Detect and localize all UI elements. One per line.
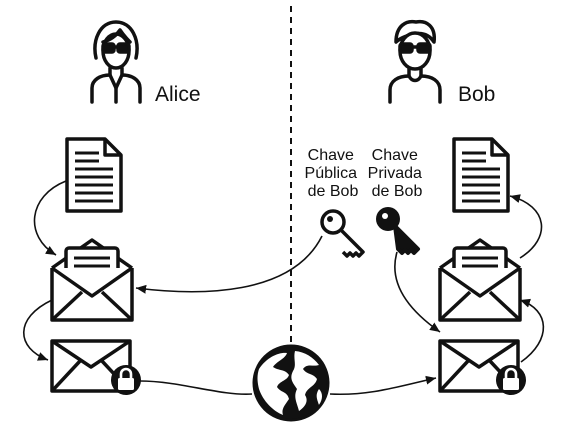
arrow-globe-to-bob [329,375,437,396]
bob-document-icon [452,137,510,213]
bob-avatar-icon [388,19,442,104]
private-key-icon [376,207,420,255]
public-key-label-line2: Pública [305,165,358,182]
public-key-label-line1: Chave [308,147,354,164]
alice-avatar-icon [90,20,142,104]
globe-icon [252,344,330,422]
arrow-envelope-to-doc-bob [509,194,543,259]
alice-name: Alice [155,83,201,106]
arrow-public-key-to-envelope [135,235,323,294]
arrow-doc-to-envelope-alice [33,180,67,256]
alice-open-envelope-icon [50,238,134,322]
private-key-label-line2: Privada [368,165,422,182]
public-key-label: Chave Pública de Bob [305,147,362,200]
arrow-locked-to-envelope-bob [519,298,545,363]
public-key-icon [320,209,365,258]
private-key-label: Chave Privada de Bob [368,147,427,200]
alice-document-icon [65,137,123,213]
private-key-label-line3: de Bob [372,183,423,200]
alice-lock-icon [109,363,143,397]
bob-open-envelope-icon [438,238,522,322]
private-key-label-line1: Chave [372,147,418,164]
bob-name: Bob [458,83,495,106]
public-key-label-line3: de Bob [308,183,359,200]
arrow-private-key-to-envelope [394,251,441,333]
arrow-alice-to-globe [139,380,253,395]
bob-lock-icon [494,363,528,397]
arrow-envelope-to-locked-alice [23,299,53,361]
